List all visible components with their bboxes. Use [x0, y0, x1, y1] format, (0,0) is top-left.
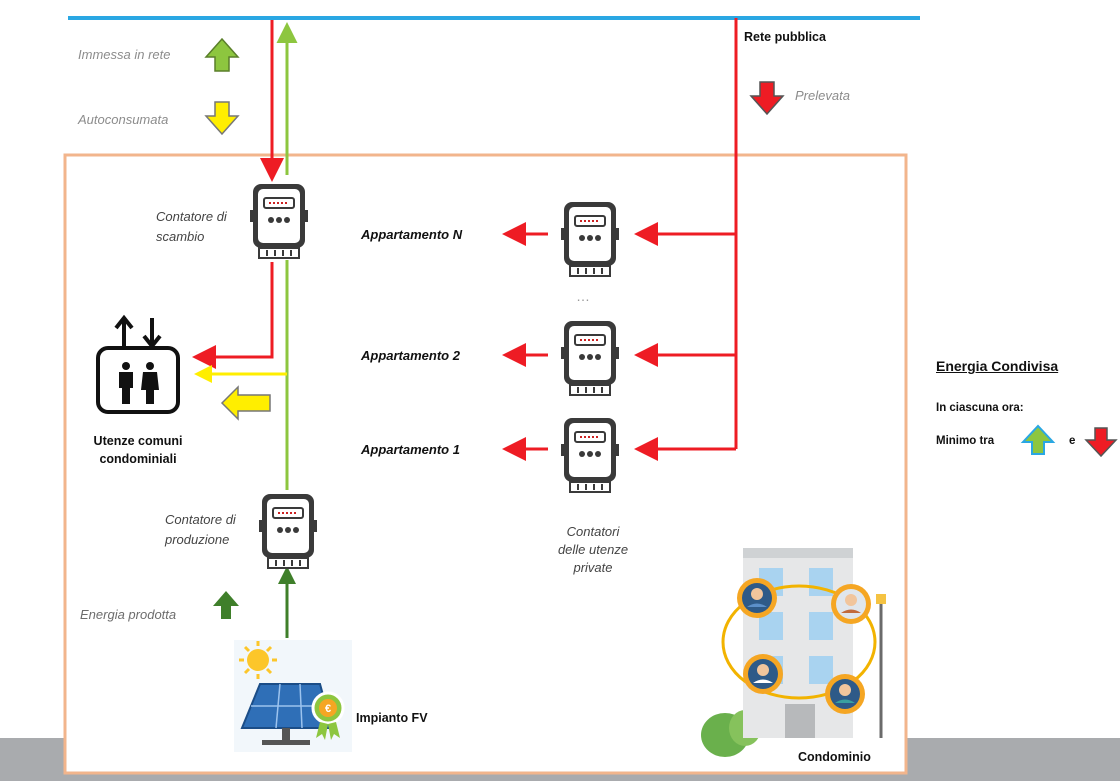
shared-energy-line1: In ciascuna ora:	[936, 402, 1024, 414]
apartment-building-icon	[701, 548, 886, 757]
production-meter-label: Contatore di produzione	[165, 510, 236, 550]
meter-1-icon	[560, 417, 620, 493]
pv-plant-label: Impianto FV	[356, 711, 428, 725]
shared-export-arrow-icon	[1020, 424, 1056, 455]
building-label: Condominio	[798, 750, 871, 764]
exchange-meter-label: Contatore di scambio	[156, 207, 227, 247]
elevator-icon	[96, 314, 180, 414]
exchange-meter-label-line1: Contatore di	[156, 209, 227, 224]
svg-text:€: €	[325, 703, 331, 715]
self-consumed-arrow-icon	[204, 101, 240, 136]
apartment-1-label: Appartamento 1	[361, 442, 460, 457]
apartments-ellipsis: …	[576, 288, 590, 304]
meter-n-icon	[560, 201, 620, 277]
produced-arrow-icon	[213, 591, 239, 619]
common-users-label-line1: Utenze comuni	[93, 434, 183, 448]
common-users-label-line2: condominiali	[99, 452, 177, 466]
solar-panel-icon: €	[234, 640, 352, 752]
shared-energy-title: Energia Condivisa	[936, 358, 1059, 374]
production-meter-icon	[258, 493, 318, 569]
grid-label: Rete pubblica	[744, 30, 826, 44]
meter-2-icon	[560, 320, 620, 396]
production-meter-label-line2: produzione	[165, 532, 230, 547]
private-meters-label-line2: delle utenze	[557, 542, 629, 557]
export-arrow-icon	[204, 37, 240, 72]
produced-energy-label: Energia prodotta	[80, 607, 177, 622]
exchange-meter-icon	[249, 183, 309, 259]
exchange-to-common-line	[192, 262, 274, 369]
big-yellow-arrow-icon	[220, 385, 271, 421]
legend-immessa: Immessa in rete	[78, 47, 171, 62]
legend-prelevata: Prelevata	[795, 88, 850, 103]
shared-import-arrow-icon	[1084, 427, 1118, 458]
shared-energy-minimo: Minimo tra	[936, 435, 995, 447]
legend-autoconsumata: Autoconsumata	[78, 112, 169, 127]
shared-energy-and: e	[1069, 435, 1076, 447]
private-meters-label-line3: private	[573, 560, 613, 575]
apartment-2-label: Appartamento 2	[361, 348, 460, 363]
private-meters-label-line1: Contatori	[566, 524, 620, 539]
common-users-label: Utenze comuni condominiali	[78, 432, 198, 468]
import-arrow-icon	[749, 81, 785, 116]
production-meter-label-line1: Contatore di	[165, 512, 236, 527]
apartment-n-label: Appartamento N	[361, 227, 463, 242]
exchange-meter-label-line2: scambio	[156, 229, 205, 244]
private-meters-label: Contatori delle utenze private	[548, 523, 638, 577]
